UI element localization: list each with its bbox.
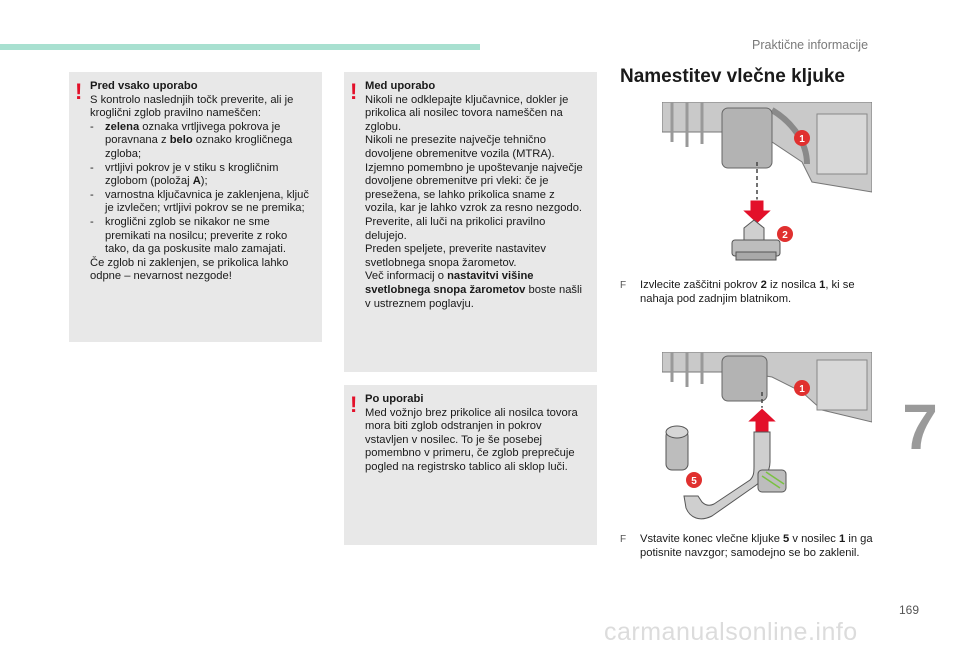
label-badge-text: 1 <box>799 134 805 145</box>
box-title: Pred vsako uporabo <box>90 80 198 92</box>
list-dash: - <box>90 215 94 228</box>
list-item: - zelena oznaka vrtljivega pokrova je po… <box>90 121 312 162</box>
list-text: ); <box>200 175 208 188</box>
figure-insert-towbar: 1 5 <box>662 352 872 527</box>
label-badge <box>794 380 810 396</box>
bullet-marker: F <box>620 280 627 291</box>
box-paragraph: Nikoli ne odklepajte ključavnice, dokler… <box>365 93 569 133</box>
list-text: kroglični zglob se nikakor ne sme premik… <box>105 215 288 256</box>
page-number: 169 <box>899 603 920 617</box>
warning-box-before-use: ! Pred vsako uporabo S kontrolo naslednj… <box>69 72 322 342</box>
box-text: Več informacij o <box>365 270 448 283</box>
warning-exclamation-icon: ! <box>350 79 358 104</box>
list-dash: - <box>90 188 94 201</box>
label-badge <box>777 226 793 242</box>
label-badge-text: 5 <box>691 476 697 487</box>
instruction-emphasis: 1 <box>839 533 846 545</box>
bullet-marker: F <box>620 534 627 545</box>
list-text: vrtljivi pokrov je v stiku s krogličnim … <box>105 161 279 188</box>
box-paragraph: Preden speljete, preverite nastavitev sv… <box>365 243 546 269</box>
label-badge-text: 2 <box>782 230 788 241</box>
box-emphasis: nastavitvi višine svetlobnega snopa žaro… <box>365 270 534 296</box>
box-paragraph: Več informacij o nastavitvi višine svetl… <box>365 270 587 311</box>
list-item: - kroglični zglob se nikakor ne sme prem… <box>90 216 312 257</box>
list-text: oznako krogličnega zgloba; <box>105 134 293 160</box>
header-accent-bar <box>0 44 480 50</box>
instruction-emphasis: 5 <box>783 533 790 545</box>
section-title: Praktične informacije <box>752 38 869 52</box>
list-emphasis: zelena <box>105 120 140 133</box>
warning-exclamation-icon: ! <box>350 392 358 417</box>
instruction-text: Vstavite konec vlečne kljuke <box>640 533 784 545</box>
list-text: oznaka vrtljivega pokrova je poravnana z <box>105 120 281 147</box>
list-emphasis: belo <box>169 134 193 147</box>
instruction-text: Izvlecite zaščitni pokrov <box>640 279 761 291</box>
box-outro: Če zglob ni zaklenjen, se prikolica lahk… <box>90 256 289 283</box>
chapter-number: 7 <box>880 392 960 462</box>
instruction-emphasis: 2 <box>760 279 767 291</box>
list-item: - vrtljivi pokrov je v stiku s kroglični… <box>90 162 312 189</box>
instruction-text: in ga potisnite navzgor; samodejno se bo… <box>640 533 873 559</box>
box-text: boste našli v ustreznem poglavju. <box>365 283 582 310</box>
box-title: Po uporabi <box>365 393 424 405</box>
list-text: varnostna ključavnica je zaklenjena, klj… <box>105 188 309 215</box>
box-paragraph: Preverite, ali luči na prikolici praviln… <box>365 215 546 242</box>
instruction-text: v nosilec <box>789 533 840 545</box>
box-paragraph: Nikoli ne presezite največje tehnično do… <box>365 134 583 215</box>
box-paragraph: Med vožnjo brez prikolice ali nosilca to… <box>365 406 578 473</box>
watermark: carmanualsonline.info <box>604 618 858 646</box>
list-emphasis: A <box>192 175 201 188</box>
list-dash: - <box>90 161 94 174</box>
section-heading: Namestitev vlečne kljuke <box>620 66 845 87</box>
list-dash: - <box>90 120 94 133</box>
instruction-emphasis: 1 <box>819 279 826 291</box>
warning-exclamation-icon: ! <box>75 79 83 104</box>
label-badge <box>686 472 702 488</box>
label-badge <box>794 130 810 146</box>
instruction-step: F Izvlecite zaščitni pokrov 2 iz nosilca… <box>620 279 880 307</box>
box-intro: S kontrolo naslednjih točk preverite, al… <box>90 93 294 120</box>
label-badge-text: 1 <box>799 384 805 395</box>
instruction-step: F Vstavite konec vlečne kljuke 5 v nosil… <box>620 533 880 561</box>
figure-remove-cap: 1 2 <box>662 102 872 272</box>
warning-box-during-use: ! Med uporabo Nikoli ne odklepajte ključ… <box>344 72 597 372</box>
instruction-text: , ki se nahaja pod zadnjim blatnikom. <box>640 279 855 305</box>
list-item: - varnostna ključavnica je zaklenjena, k… <box>90 189 312 216</box>
warning-box-after-use: ! Po uporabi Med vožnjo brez prikolice a… <box>344 385 597 545</box>
instruction-text: iz nosilca <box>766 279 820 291</box>
box-title: Med uporabo <box>365 80 436 92</box>
